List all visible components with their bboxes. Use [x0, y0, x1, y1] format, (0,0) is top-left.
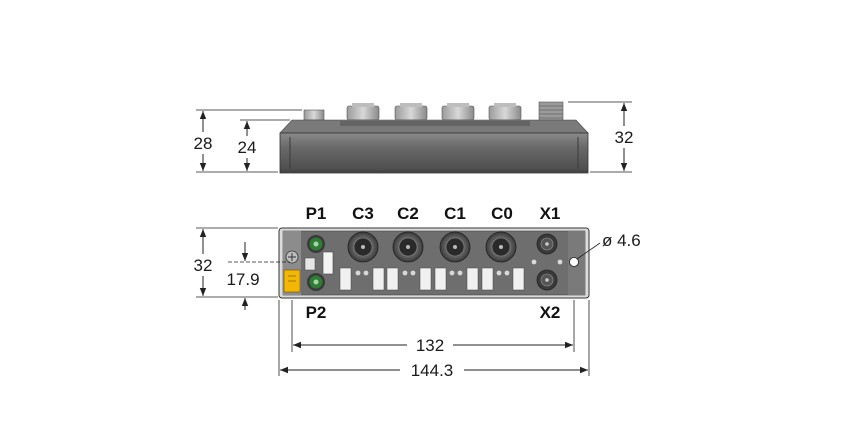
side-connector-c1	[441, 103, 475, 121]
port-label-c0: C0	[491, 204, 513, 223]
ground-screw-icon	[285, 250, 299, 264]
side-connector-p1	[303, 109, 325, 121]
dim-width-144-3: 144.3	[411, 361, 454, 380]
ethernet-connector-x2	[536, 269, 558, 291]
m12-connector-c0	[485, 231, 517, 263]
dim-side-height-28: 28	[194, 134, 213, 153]
mounting-hole	[569, 257, 579, 267]
side-connector-c2	[394, 103, 428, 121]
side-connector-x1	[538, 101, 564, 123]
port-label-c3: C3	[352, 204, 374, 223]
port-label-c2: C2	[397, 204, 419, 223]
front-view: 32 17.9 ø 4.6 132 144.3 P1 C3 C2 C1 C0 X…	[189, 204, 641, 382]
side-view: 28 24 32	[189, 101, 638, 174]
dim-front-height-17-9: 17.9	[226, 270, 259, 289]
ethernet-connector-x1	[536, 233, 558, 255]
dim-hole-diameter: ø 4.6	[602, 231, 641, 250]
port-label-c1: C1	[444, 204, 466, 223]
led-window-row	[339, 267, 525, 291]
port-label-x1: X1	[540, 204, 561, 223]
port-label-x2: X2	[540, 303, 561, 322]
dim-side-height-24: 24	[238, 138, 257, 157]
side-housing	[279, 132, 589, 174]
port-label-p1: P1	[306, 204, 327, 223]
port-label-p2: P2	[306, 303, 327, 322]
side-connector-c0	[488, 103, 522, 121]
m12-connector-c1	[439, 231, 471, 263]
m12-connector-c3	[347, 231, 379, 263]
dim-side-height-32: 32	[615, 128, 634, 147]
m12-connector-c2	[392, 231, 424, 263]
yellow-label-tag	[283, 269, 301, 293]
side-connector-c3	[346, 103, 380, 121]
power-connector-p2	[307, 273, 325, 291]
dim-front-height-32: 32	[194, 256, 213, 275]
power-connector-p1	[307, 235, 325, 253]
dim-width-132: 132	[416, 336, 444, 355]
